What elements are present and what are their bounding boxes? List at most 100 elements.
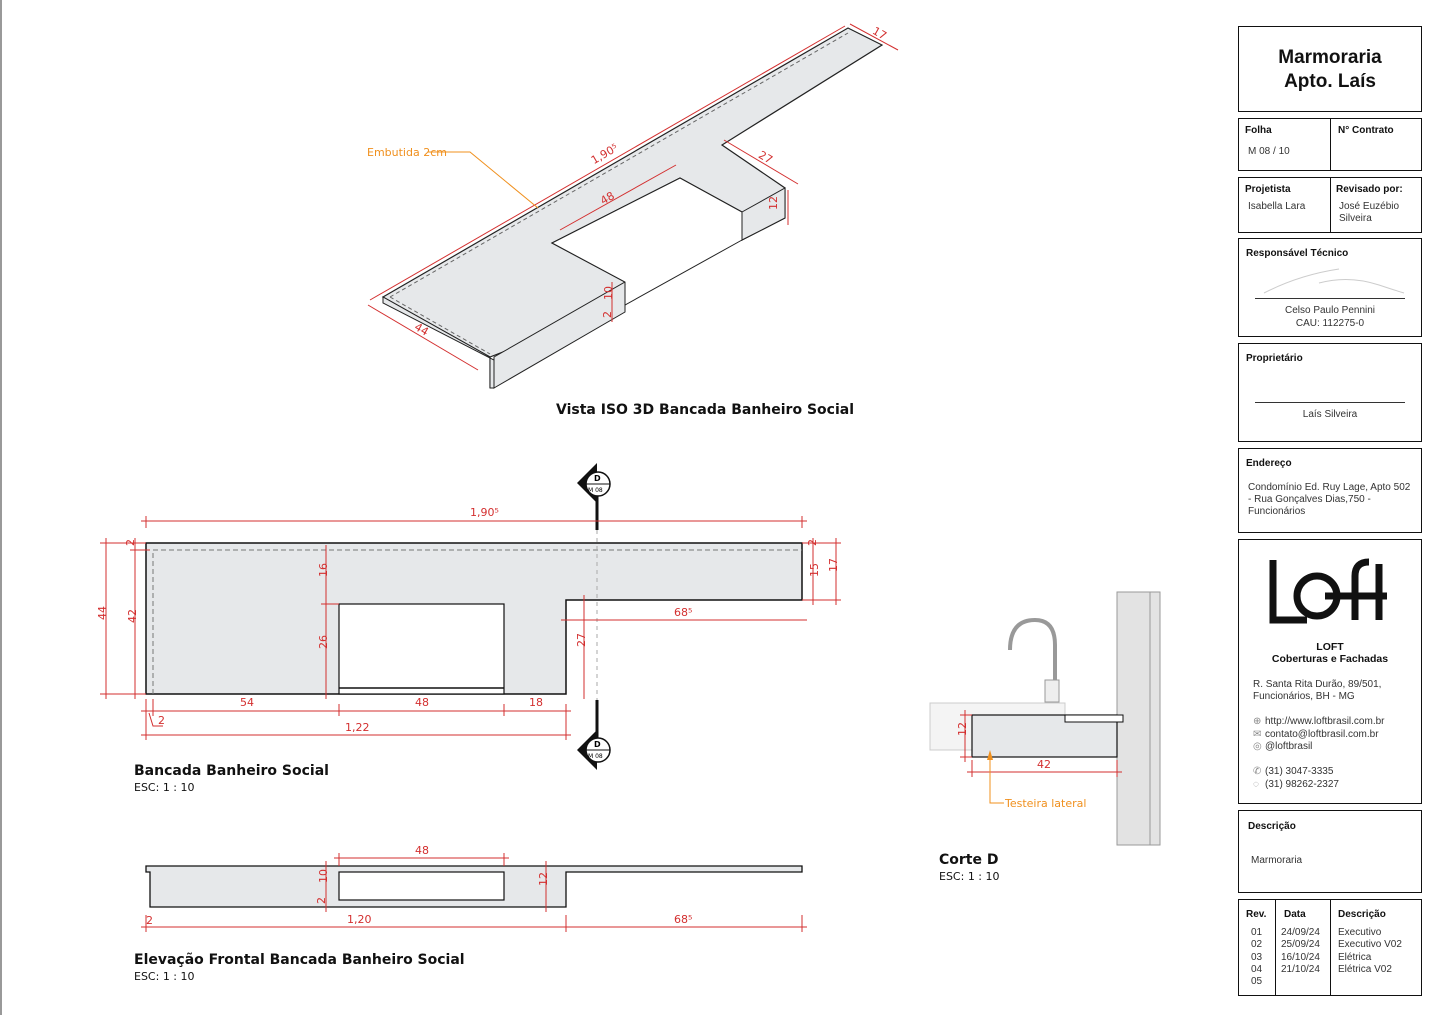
folha-box: Folha M 08 / 10 N° Contrato <box>1238 118 1422 171</box>
projetista-value: Isabella Lara <box>1248 201 1306 212</box>
iso-dim-10: 10 <box>602 286 615 300</box>
plan-dim-16: 16 <box>317 563 330 577</box>
front-elevation: 48 10 2 12 2 1,20 68⁵ Elevação Frontal B… <box>134 844 807 983</box>
section-dim-12: 12 <box>956 722 969 736</box>
globe-icon: ⊕ <box>1253 716 1262 727</box>
faucet-icon <box>1008 617 1057 700</box>
plan-dim-15: 15 <box>808 563 821 577</box>
section-scale: ESC: 1 : 10 <box>939 870 1000 883</box>
desc-header: Descrição <box>1338 909 1386 920</box>
section-marker-bottom[interactable]: D M 08 <box>577 730 611 770</box>
responsavel-cau: CAU: 112275-0 <box>1295 318 1365 329</box>
iso-dim-44: 44 <box>412 320 431 338</box>
iso-dim-48: 48 <box>598 189 617 207</box>
iso-dim-2: 2 <box>601 311 614 318</box>
phone-icon: ✆ <box>1253 766 1262 777</box>
iso-view-title: Vista ISO 3D Bancada Banheiro Social <box>556 402 854 418</box>
rev-number: 03 <box>1251 951 1263 963</box>
phone: ✆(31) 3047-3335 <box>1253 766 1334 777</box>
plan-dim-18: 18 <box>529 696 543 709</box>
signature-icon <box>1263 268 1405 294</box>
plan-dim-2-right: 2 <box>806 539 819 546</box>
elev-dim-10: 10 <box>317 869 330 883</box>
svg-text:D: D <box>594 740 601 749</box>
plan-dim-2-left: 2 <box>124 539 137 546</box>
projetista-label: Projetista <box>1245 184 1291 195</box>
email-link[interactable]: ✉contato@loftbrasil.com.br <box>1253 729 1379 740</box>
project-title-2: Apto. Laís <box>1284 71 1376 92</box>
company-tagline: Coberturas e Fachadas <box>1271 653 1389 665</box>
plan-dim-17: 17 <box>827 558 840 572</box>
responsavel-name: Celso Paulo Pennini <box>1284 305 1376 316</box>
contrato-label: N° Contrato <box>1338 125 1394 136</box>
company-name: LOFT <box>1316 641 1344 653</box>
plan-dim-122: 1,22 <box>345 721 370 734</box>
loft-logo <box>1269 558 1387 624</box>
elevation-title: Elevação Frontal Bancada Banheiro Social <box>134 952 465 968</box>
folha-value: M 08 / 10 <box>1248 146 1290 157</box>
descricao-label: Descrição <box>1248 821 1296 832</box>
whatsapp: ◌(31) 98262-2327 <box>1253 779 1339 790</box>
svg-text:M 08: M 08 <box>588 487 603 494</box>
section-marker-top[interactable]: D M 08 <box>577 463 611 503</box>
project-title-1: Marmoraria <box>1278 47 1382 68</box>
title-box: Marmoraria Apto. Laís <box>1238 26 1422 112</box>
date-header: Data <box>1284 909 1306 920</box>
rev-description: Elétrica V02 <box>1338 963 1392 975</box>
rev-description: Executivo V02 <box>1338 939 1402 951</box>
plan-dim-27: 27 <box>575 633 588 647</box>
company-address-2: Funcionários, BH - MG <box>1253 691 1355 702</box>
rev-date: 16/10/24 <box>1281 951 1320 963</box>
revisado-label: Revisado por: <box>1336 184 1403 195</box>
responsavel-box: Responsável Técnico Celso Paulo Pennini … <box>1238 238 1422 337</box>
plan-dim-total: 1,90⁵ <box>470 506 499 519</box>
plan-view-scale: ESC: 1 : 10 <box>134 781 195 794</box>
instagram-link[interactable]: ◎@loftbrasil <box>1253 741 1313 752</box>
section-title: Corte D <box>939 852 998 868</box>
responsavel-label: Responsável Técnico <box>1246 248 1349 259</box>
iso-dim-27: 27 <box>756 148 775 166</box>
elev-dim-48: 48 <box>415 844 429 857</box>
proprietario-label: Proprietário <box>1246 353 1303 364</box>
iso-dim-17: 17 <box>870 24 889 42</box>
plan-dim-48: 48 <box>415 696 429 709</box>
plan-view-title: Bancada Banheiro Social <box>134 763 329 779</box>
elevation-scale: ESC: 1 : 10 <box>134 970 195 983</box>
elev-dim-2: 2 <box>315 897 328 904</box>
elev-dim-685: 68⁵ <box>674 913 692 926</box>
svg-text:D: D <box>594 474 601 483</box>
rev-date: 24/09/24 <box>1281 927 1320 938</box>
rev-number: 02 <box>1251 939 1263 951</box>
whatsapp-icon: ◌ <box>1253 779 1259 790</box>
descricao-value: Marmoraria <box>1251 855 1303 866</box>
plan-view: D M 08 D M 08 1,90⁵ 44 42 2 16 26 27 15 … <box>96 463 841 794</box>
rev-number: 01 <box>1251 927 1263 938</box>
proprietario-name: Laís Silveira <box>1302 409 1358 420</box>
plan-dim-2-bottom: 2 <box>158 714 165 727</box>
rev-number: 05 <box>1251 976 1263 988</box>
company-box: LOFT Coberturas e Fachadas R. Santa Rita… <box>1238 539 1422 804</box>
proprietario-box: Proprietário Laís Silveira <box>1238 343 1422 442</box>
svg-text:M 08: M 08 <box>588 753 603 760</box>
plan-dim-42: 42 <box>126 609 139 623</box>
revisado-value: José Euzébio Silveira <box>1339 201 1400 224</box>
descricao-box: Descrição Marmoraria <box>1238 810 1422 893</box>
rev-date: 25/09/24 <box>1281 939 1320 951</box>
rev-description: Elétrica <box>1338 951 1372 963</box>
company-address-1: R. Santa Rita Durão, 89/501, <box>1253 679 1382 690</box>
plan-dim-685: 68⁵ <box>674 606 692 619</box>
plan-dim-44: 44 <box>96 606 109 620</box>
elev-dim-2-left: 2 <box>146 914 153 927</box>
iso-dim-12: 12 <box>767 196 780 210</box>
projetista-box: Projetista Isabella Lara Revisado por: J… <box>1238 177 1422 233</box>
section-dim-42: 42 <box>1037 758 1051 771</box>
testeira-annotation: Testeira lateral <box>1004 797 1086 810</box>
endereco-value: Condomínio Ed. Ruy Lage, Apto 502 - Rua … <box>1248 482 1411 517</box>
elev-dim-12: 12 <box>537 872 550 886</box>
website-link[interactable]: ⊕http://www.loftbrasil.com.br <box>1253 716 1385 727</box>
instagram-icon: ◎ <box>1253 741 1262 752</box>
elev-dim-120: 1,20 <box>347 913 372 926</box>
endereco-box: Endereço Condomínio Ed. Ruy Lage, Apto 5… <box>1238 448 1422 533</box>
